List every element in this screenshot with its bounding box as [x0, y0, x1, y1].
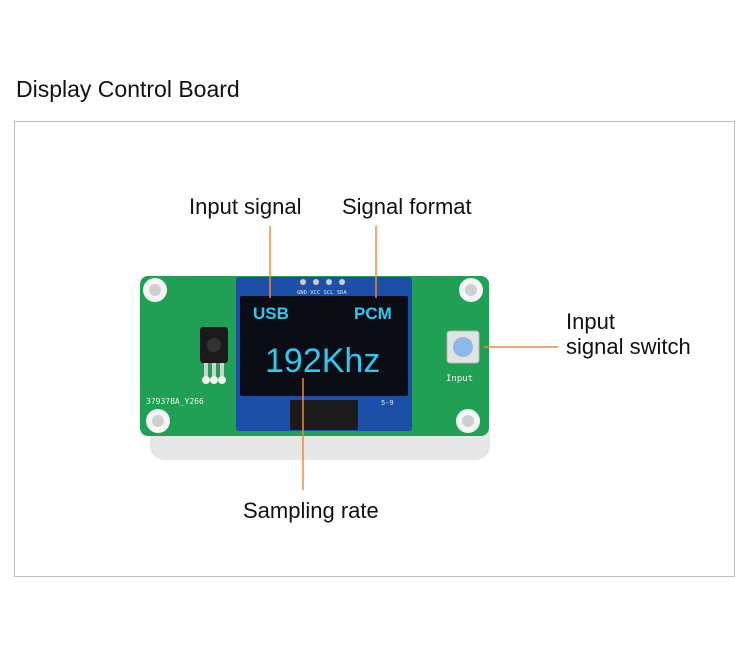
oled-format-text: PCM — [354, 304, 392, 323]
oled-screen — [240, 296, 408, 396]
leader-lines — [269, 226, 558, 490]
pin-header — [300, 279, 345, 285]
figure-frame — [14, 121, 735, 577]
mounting-holes — [143, 278, 483, 433]
label-input-switch-line1: Input — [566, 309, 615, 334]
silkscreen-id: 379378A_Y266 — [146, 397, 204, 406]
oled-source-text: USB — [253, 304, 289, 323]
oled-corner-code: 5-9 — [381, 399, 394, 407]
input-button-icon — [446, 330, 480, 364]
button-silkscreen: Input — [446, 374, 473, 384]
page-title: Display Control Board — [16, 76, 240, 102]
ir-receiver-icon — [200, 327, 228, 384]
label-signal-format: Signal format — [342, 194, 472, 219]
oled-rate-text: 192Khz — [265, 342, 380, 380]
ribbon-connector — [290, 400, 358, 430]
pin-header-label: GND VCC SCL SDA — [297, 290, 347, 296]
label-input-switch-line2: signal switch — [566, 334, 691, 359]
label-input-signal: Input signal — [189, 194, 302, 219]
label-sampling-rate: Sampling rate — [243, 498, 379, 523]
